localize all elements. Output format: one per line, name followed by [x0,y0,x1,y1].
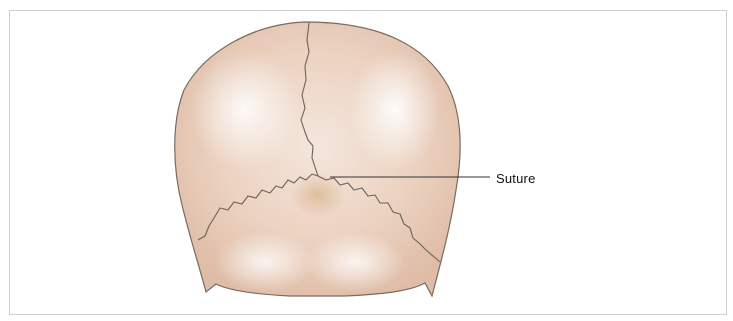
skull-shape [175,22,460,296]
suture-label: Suture [496,171,536,186]
